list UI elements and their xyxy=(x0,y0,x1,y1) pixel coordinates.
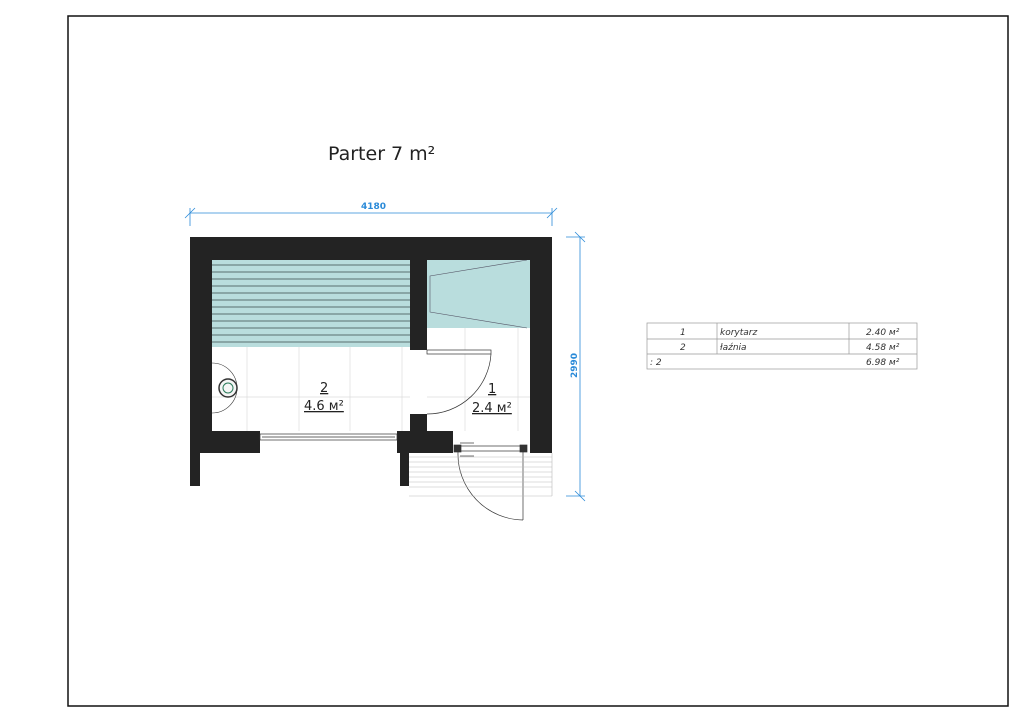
sheet-frame xyxy=(67,15,1009,707)
room-1-number: 1 xyxy=(488,382,496,397)
interior-door xyxy=(426,349,492,415)
walls xyxy=(190,237,552,486)
room-2-number: 2 xyxy=(320,381,328,396)
entrance-steps xyxy=(409,453,553,497)
table-row-1-area: 2.40 м² xyxy=(866,328,900,338)
plan-title: Parter 7 m² xyxy=(328,143,435,165)
window xyxy=(259,433,398,441)
table-total-label: : 2 xyxy=(650,358,662,368)
width-dimension xyxy=(184,207,558,226)
table-row-2-area: 4.58 м² xyxy=(866,343,900,353)
table-row-2-name: łaźnia xyxy=(720,343,747,353)
table-row-1-name: korytarz xyxy=(720,328,757,338)
table-row-1-no: 1 xyxy=(680,328,686,338)
sauna-bench xyxy=(212,260,410,347)
width-dimension-label: 4180 xyxy=(361,202,386,212)
height-dimension xyxy=(566,231,586,502)
room-2-area: 4.6 м² xyxy=(304,399,344,414)
stove-icon xyxy=(211,362,238,414)
table-total-area: 6.98 м² xyxy=(866,358,900,368)
floor-tiles xyxy=(212,328,530,431)
shower-tray xyxy=(427,260,530,328)
room-1-area: 2.4 м² xyxy=(472,401,512,416)
table-row-2-no: 2 xyxy=(680,343,686,353)
height-dimension-label: 2990 xyxy=(570,353,580,378)
area-table xyxy=(646,322,918,370)
entrance-door xyxy=(453,442,528,521)
shower-lines xyxy=(429,259,528,329)
bench-slats xyxy=(212,264,410,343)
